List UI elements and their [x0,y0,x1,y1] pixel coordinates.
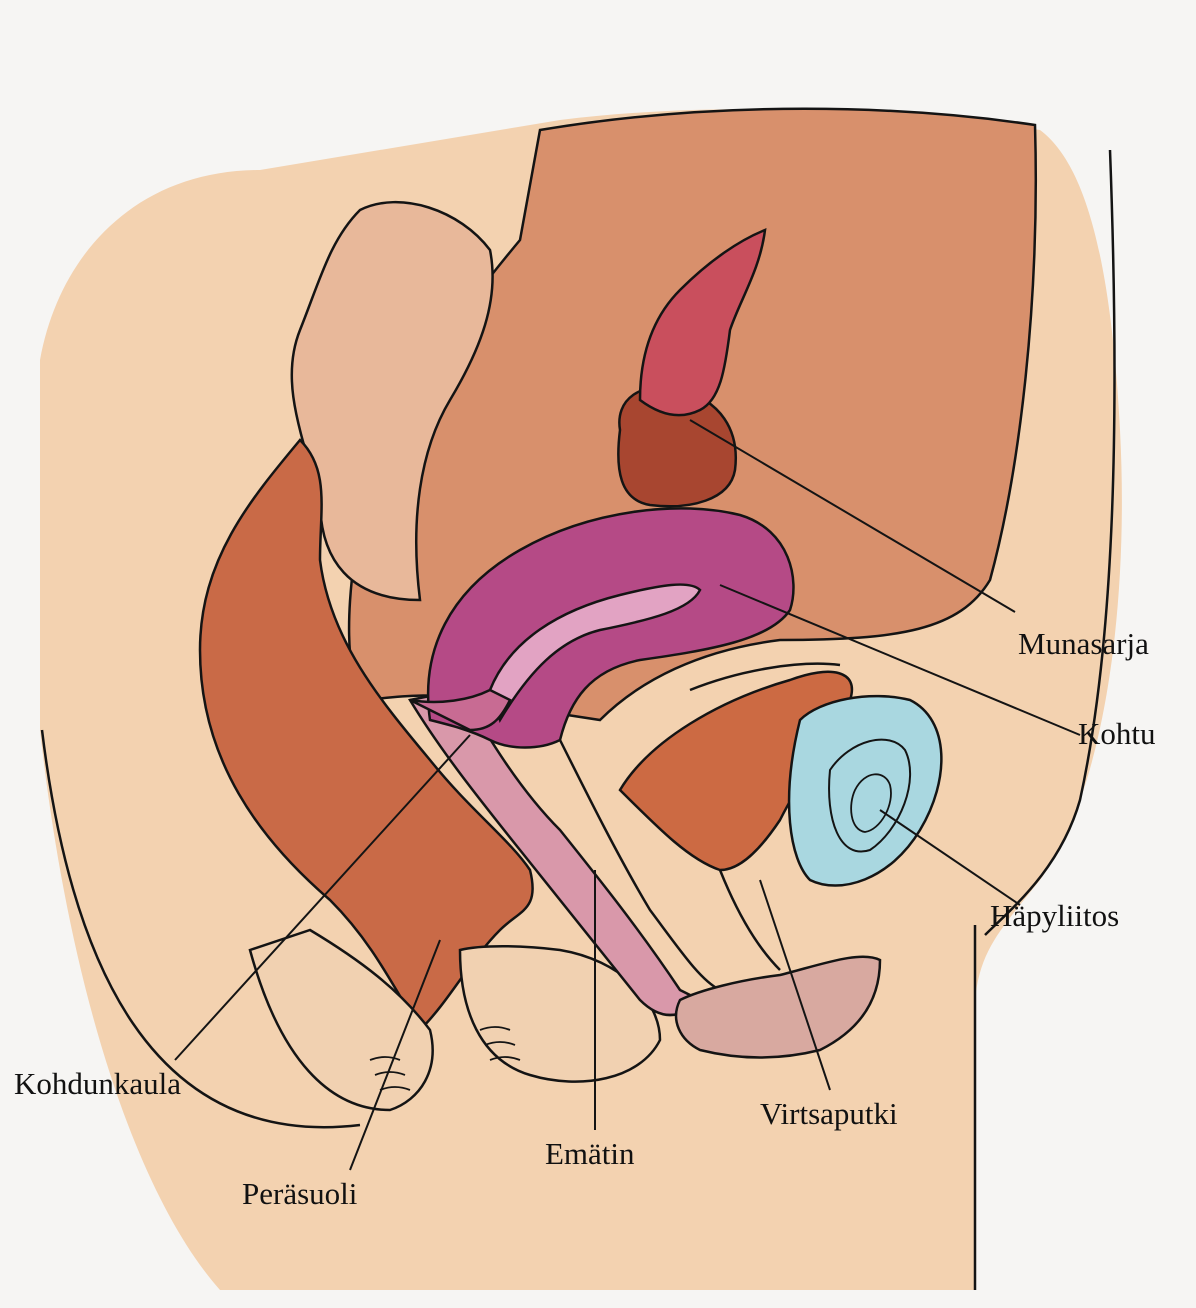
label-cervix: Kohdunkaula [14,1068,181,1099]
label-urethra: Virtsaputki [760,1098,898,1129]
label-ovary: Munasarja [1018,628,1149,659]
label-uterus: Kohtu [1078,718,1156,749]
label-vagina: Emätin [545,1138,635,1169]
label-rectum: Peräsuoli [242,1178,357,1209]
label-pubic-symphysis: Häpyliitos [990,900,1119,931]
